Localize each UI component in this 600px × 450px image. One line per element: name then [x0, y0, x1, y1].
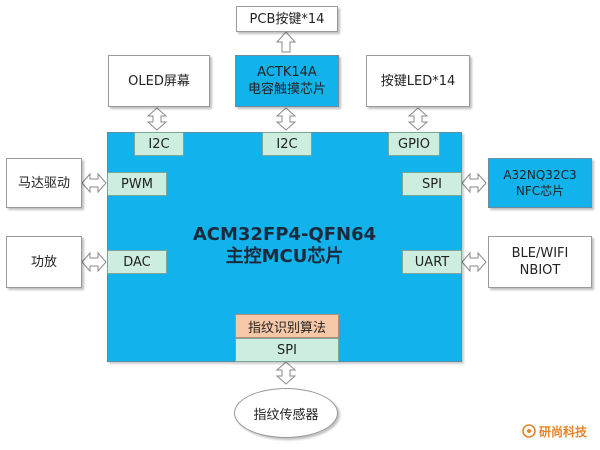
fingerprint-algorithm-label: 指纹识别算法 — [247, 320, 326, 336]
port-spi-right-label: SPI — [422, 176, 442, 192]
oled-box: OLED屏幕 — [108, 55, 210, 107]
mcu-title: ACM32FP4-QFN64 主控MCU芯片 — [107, 224, 462, 268]
port-pwm: PWM — [107, 172, 167, 196]
mcu-title-line2: 主控MCU芯片 — [225, 246, 344, 267]
arrow-amp-dac — [81, 252, 107, 272]
touch-chip-line1: ACTK14A — [257, 65, 317, 80]
fingerprint-sensor: 指纹传感器 — [234, 388, 338, 438]
port-gpio-label: GPIO — [398, 136, 430, 152]
port-spi-bottom: SPI — [235, 338, 339, 362]
port-dac: DAC — [107, 250, 167, 274]
port-i2c-left: I2C — [134, 132, 184, 156]
pcb-keys-box: PCB按键*14 — [236, 6, 338, 32]
touch-chip-line2: 电容触摸芯片 — [247, 82, 326, 97]
wireless-line1: BLE/WIFI — [511, 246, 569, 261]
port-dac-label: DAC — [123, 254, 151, 270]
key-led-label: 按键LED*14 — [380, 73, 456, 89]
mcu-title-line1: ACM32FP4-QFN64 — [192, 224, 377, 245]
arrow-led-gpio — [408, 107, 428, 131]
company-logo: 研尚科技 — [522, 422, 596, 440]
wireless-line2: NBIOT — [519, 263, 561, 278]
arrow-oled-i2c — [147, 107, 167, 131]
port-i2c-mid: I2C — [262, 132, 312, 156]
fingerprint-algorithm: 指纹识别算法 — [235, 314, 339, 338]
nfc-chip-box: A32NQ32C3 NFC芯片 — [488, 158, 592, 208]
fingerprint-sensor-label: 指纹传感器 — [253, 407, 319, 423]
nfc-chip-line2: NFC芯片 — [515, 184, 565, 198]
motor-driver-label: 马达驱动 — [17, 175, 70, 191]
touch-chip-box: ACTK14A 电容触摸芯片 — [235, 55, 339, 107]
oled-label: OLED屏幕 — [128, 73, 190, 89]
port-spi-bottom-label: SPI — [277, 342, 297, 358]
port-i2c-mid-label: I2C — [276, 136, 298, 152]
port-uart: UART — [402, 250, 462, 274]
arrow-spi-fingerprint — [276, 361, 296, 385]
arrow-uart-wireless — [461, 252, 487, 272]
logo-icon — [522, 424, 536, 438]
arrow-touch-to-pcb — [275, 31, 297, 53]
arrow-touch-i2c — [276, 107, 296, 131]
arrow-motor-pwm — [81, 173, 107, 193]
port-i2c-left-label: I2C — [148, 136, 170, 152]
pcb-keys-label: PCB按键*14 — [249, 11, 325, 27]
arrow-spi-nfc — [461, 173, 487, 193]
logo-text: 研尚科技 — [539, 424, 588, 439]
port-spi-right: SPI — [402, 172, 462, 196]
key-led-box: 按键LED*14 — [366, 55, 470, 107]
port-gpio: GPIO — [388, 132, 440, 156]
port-uart-label: UART — [414, 254, 450, 270]
amplifier-box: 功放 — [6, 236, 82, 288]
motor-driver-box: 马达驱动 — [6, 158, 82, 208]
amplifier-label: 功放 — [30, 254, 57, 270]
nfc-chip-line1: A32NQ32C3 — [503, 168, 577, 182]
wireless-box: BLE/WIFI NBIOT — [488, 236, 592, 288]
port-pwm-label: PWM — [121, 176, 153, 192]
